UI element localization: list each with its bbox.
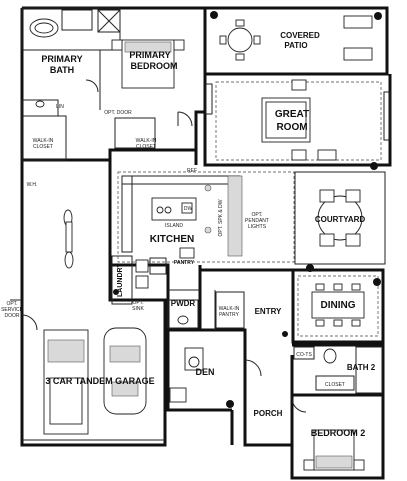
label-kitchen: KITCHEN xyxy=(150,234,194,245)
note-service-door-1: OPT. xyxy=(6,301,17,307)
label-covered-patio-2: PATIO xyxy=(284,41,307,50)
den-furniture xyxy=(169,347,262,403)
label-primary-bedroom-1: PRIMARY xyxy=(129,50,170,60)
primary-suite-details xyxy=(21,7,193,161)
label-pwdr: PWDR xyxy=(171,299,196,308)
note-coats: CO-TS xyxy=(296,352,312,358)
label-bath2: BATH 2 xyxy=(347,363,376,372)
label-primary-bath-2: BATH xyxy=(50,65,74,75)
label-covered-patio-1: COVERED xyxy=(280,31,320,40)
label-primary-bath-1: PRIMARY xyxy=(41,54,82,64)
note-opt-pendant-3: LIGHTS xyxy=(248,224,267,230)
label-primary-bedroom-2: BEDROOM xyxy=(131,61,178,71)
note-service-door-2: SERVICE xyxy=(1,307,24,313)
note-opt-pendant-1: OPT. xyxy=(251,212,262,218)
note-dw: DW xyxy=(184,206,193,212)
note-walkin-closet-right-1: WALK-IN xyxy=(136,138,157,144)
label-dining: DINING xyxy=(321,300,356,311)
note-ref: REF xyxy=(187,168,197,174)
note-wh: W.H. xyxy=(27,182,38,188)
label-island: ISLAND xyxy=(165,223,183,229)
note-closet: CLOSET xyxy=(325,382,345,388)
garage-details xyxy=(10,209,147,435)
room-labels: PRIMARY BATH PRIMARY BEDROOM COVERED PAT… xyxy=(41,31,375,438)
dining-furniture xyxy=(297,275,379,337)
note-walkin-pantry-1: WALK-IN xyxy=(219,306,240,312)
note-walkin-closet-left-2: CLOSET xyxy=(33,144,53,150)
label-laundry: LAUNDRY xyxy=(117,263,124,297)
label-entry: ENTRY xyxy=(255,307,282,316)
note-walkin-pantry-2: PANTRY xyxy=(219,312,239,318)
note-opt-spk: OPT. SPK & DW xyxy=(218,199,224,236)
label-great-room-2: ROOM xyxy=(276,122,307,133)
courtyard-furniture xyxy=(317,189,363,247)
note-walkin-closet-right-2: CLOSET xyxy=(136,144,156,150)
label-den: DEN xyxy=(195,367,214,377)
label-great-room-1: GREAT xyxy=(275,109,309,120)
note-service-door-3: DOOR xyxy=(5,313,20,319)
label-garage: 3 CAR TANDEM GARAGE xyxy=(45,376,154,386)
label-courtyard: COURTYARD xyxy=(315,215,366,224)
note-linen: LIN xyxy=(56,104,64,110)
utility-details xyxy=(111,255,245,329)
label-porch: PORCH xyxy=(254,409,283,418)
plants xyxy=(113,11,382,408)
label-pantry: PANTRY xyxy=(174,260,195,266)
great-room-furniture xyxy=(205,79,391,161)
kitchen-details xyxy=(117,171,295,263)
note-opt-sink-2: SINK xyxy=(132,306,144,312)
small-notes: WALK-IN CLOSET WALK-IN CLOSET WALK-IN PA… xyxy=(1,104,345,388)
bedroom2-details xyxy=(291,346,383,471)
label-bedroom2: BEDROOM 2 xyxy=(311,428,366,438)
note-opt-sink-1: OPT. xyxy=(132,300,143,306)
note-opt-pendant-2: PENDANT xyxy=(245,218,269,224)
note-walkin-closet-left-1: WALK-IN xyxy=(33,138,54,144)
patio-furniture xyxy=(219,15,373,61)
note-opt-door: OPT. DOOR xyxy=(104,110,132,116)
